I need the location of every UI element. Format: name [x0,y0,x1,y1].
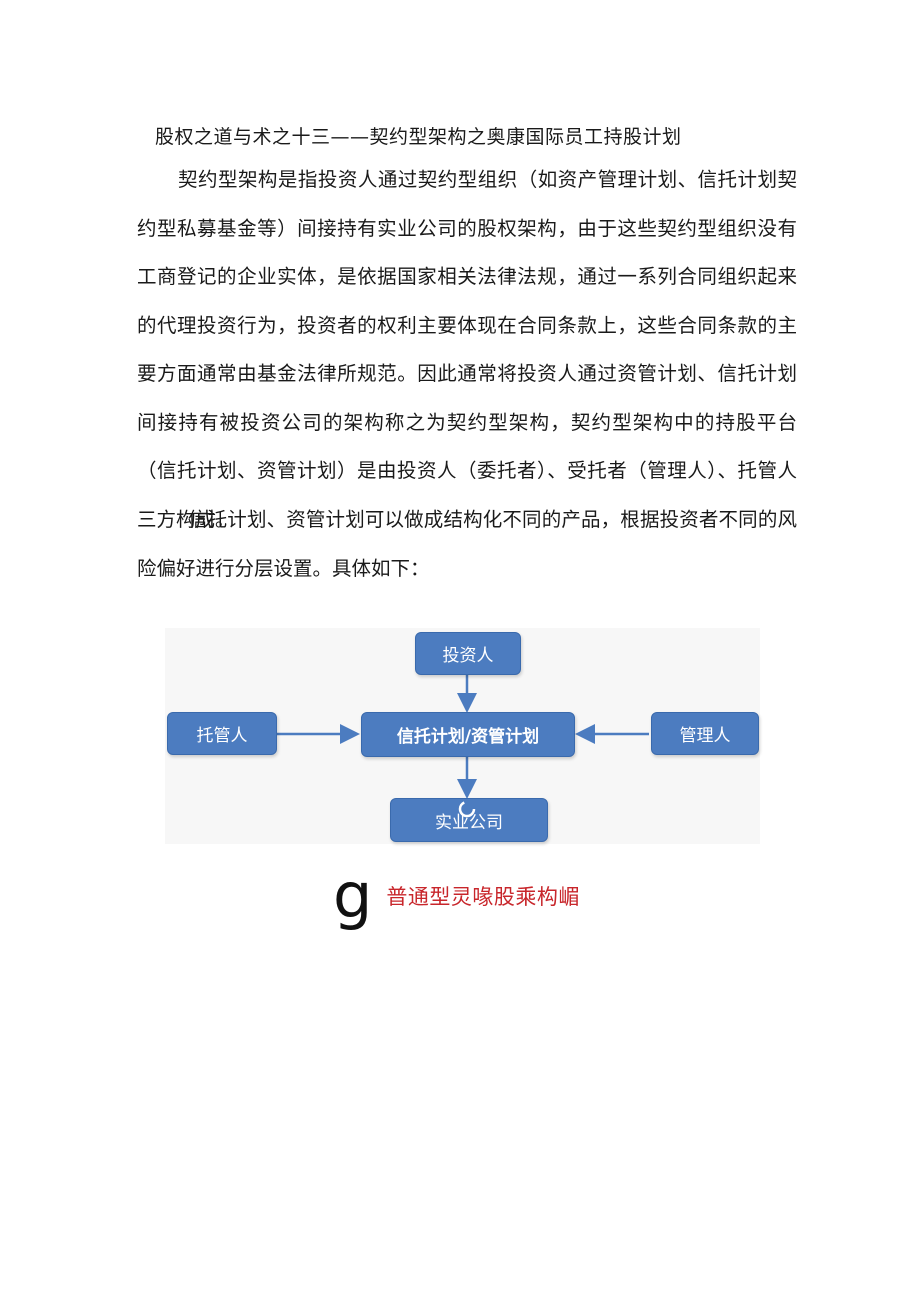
node-plan: 信托计划/资管计划 [361,712,575,757]
node-manager: 管理人 [651,712,759,755]
loading-cursor-icon [458,800,476,818]
document-title: 股权之道与术之十三——契约型架构之奥康国际员工持股计划 [155,126,682,148]
node-company: 实业公司 [390,798,548,842]
structure-diagram: 投资人 托管人 信托计划/资管计划 管理人 实业公司 [165,628,760,844]
paragraph-1: 契约型架构是指投资人通过契约型组织（如资产管理计划、信托计划契约型私募基金等）间… [137,168,797,531]
figure-caption: g 普通型灵喙股乘构嵋 [333,859,580,932]
caption-text: 普通型灵喙股乘构嵋 [386,885,580,909]
node-custodian: 托管人 [167,712,277,755]
caption-glyph: g [333,859,373,932]
paragraph-2: 信托计划、资管计划可以做成结构化不同的产品，根据投资者不同的风险偏好进行分层设置… [137,508,797,580]
diagram-arrows [276,675,649,799]
node-investor: 投资人 [415,632,521,675]
